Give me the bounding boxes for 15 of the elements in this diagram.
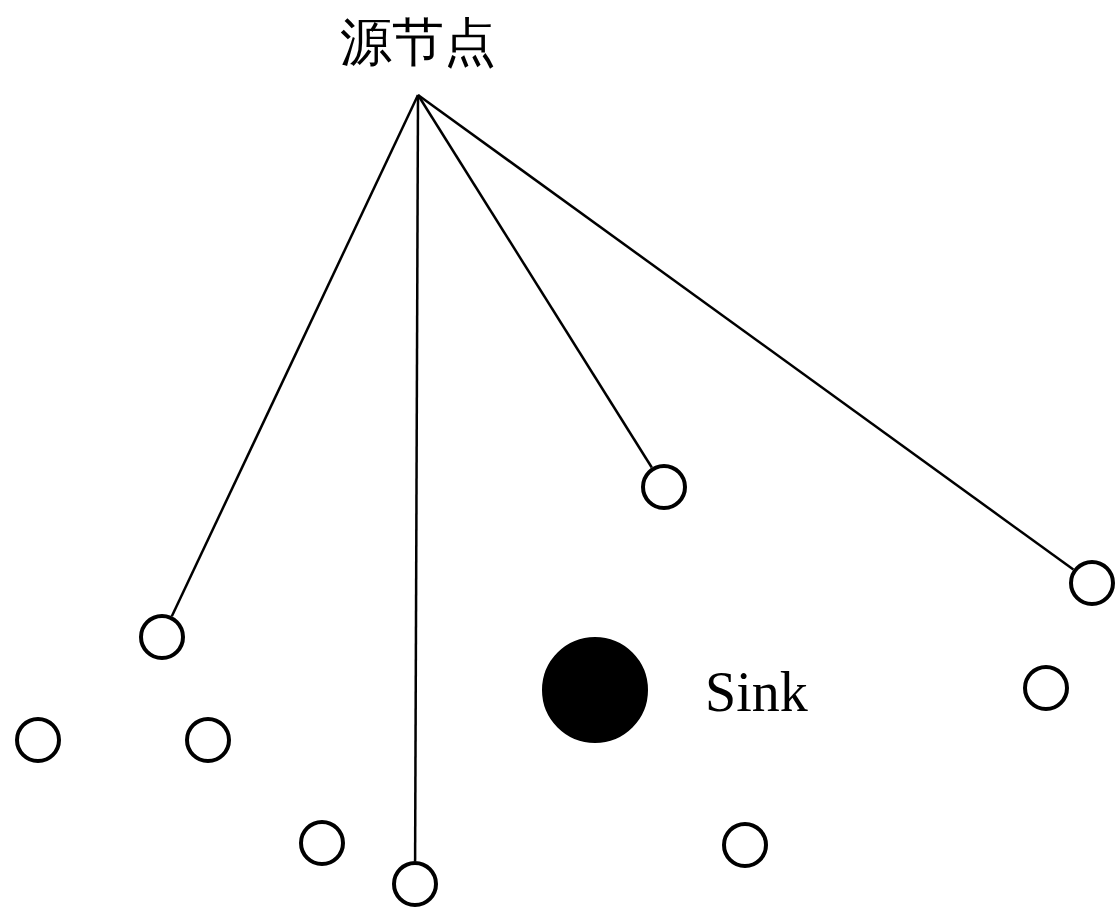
sensor-node-circle (185, 717, 231, 763)
connector-line (417, 94, 1075, 571)
sensor-node-circle (1069, 560, 1115, 606)
connector-line (170, 94, 420, 617)
node-caption: Sink (705, 660, 808, 724)
sensor-node-circle (722, 822, 768, 868)
sensor-node-circle (392, 861, 438, 907)
sensor-node-circle (641, 464, 687, 510)
sensor-node-circle (139, 614, 185, 660)
node-label: 源节点 (339, 12, 497, 72)
sensor-node-circle (1023, 665, 1069, 711)
connector-line (413, 95, 420, 861)
sensor-node-circle (15, 717, 61, 763)
connector-line (416, 94, 653, 469)
sensor-node-circle (299, 820, 345, 866)
